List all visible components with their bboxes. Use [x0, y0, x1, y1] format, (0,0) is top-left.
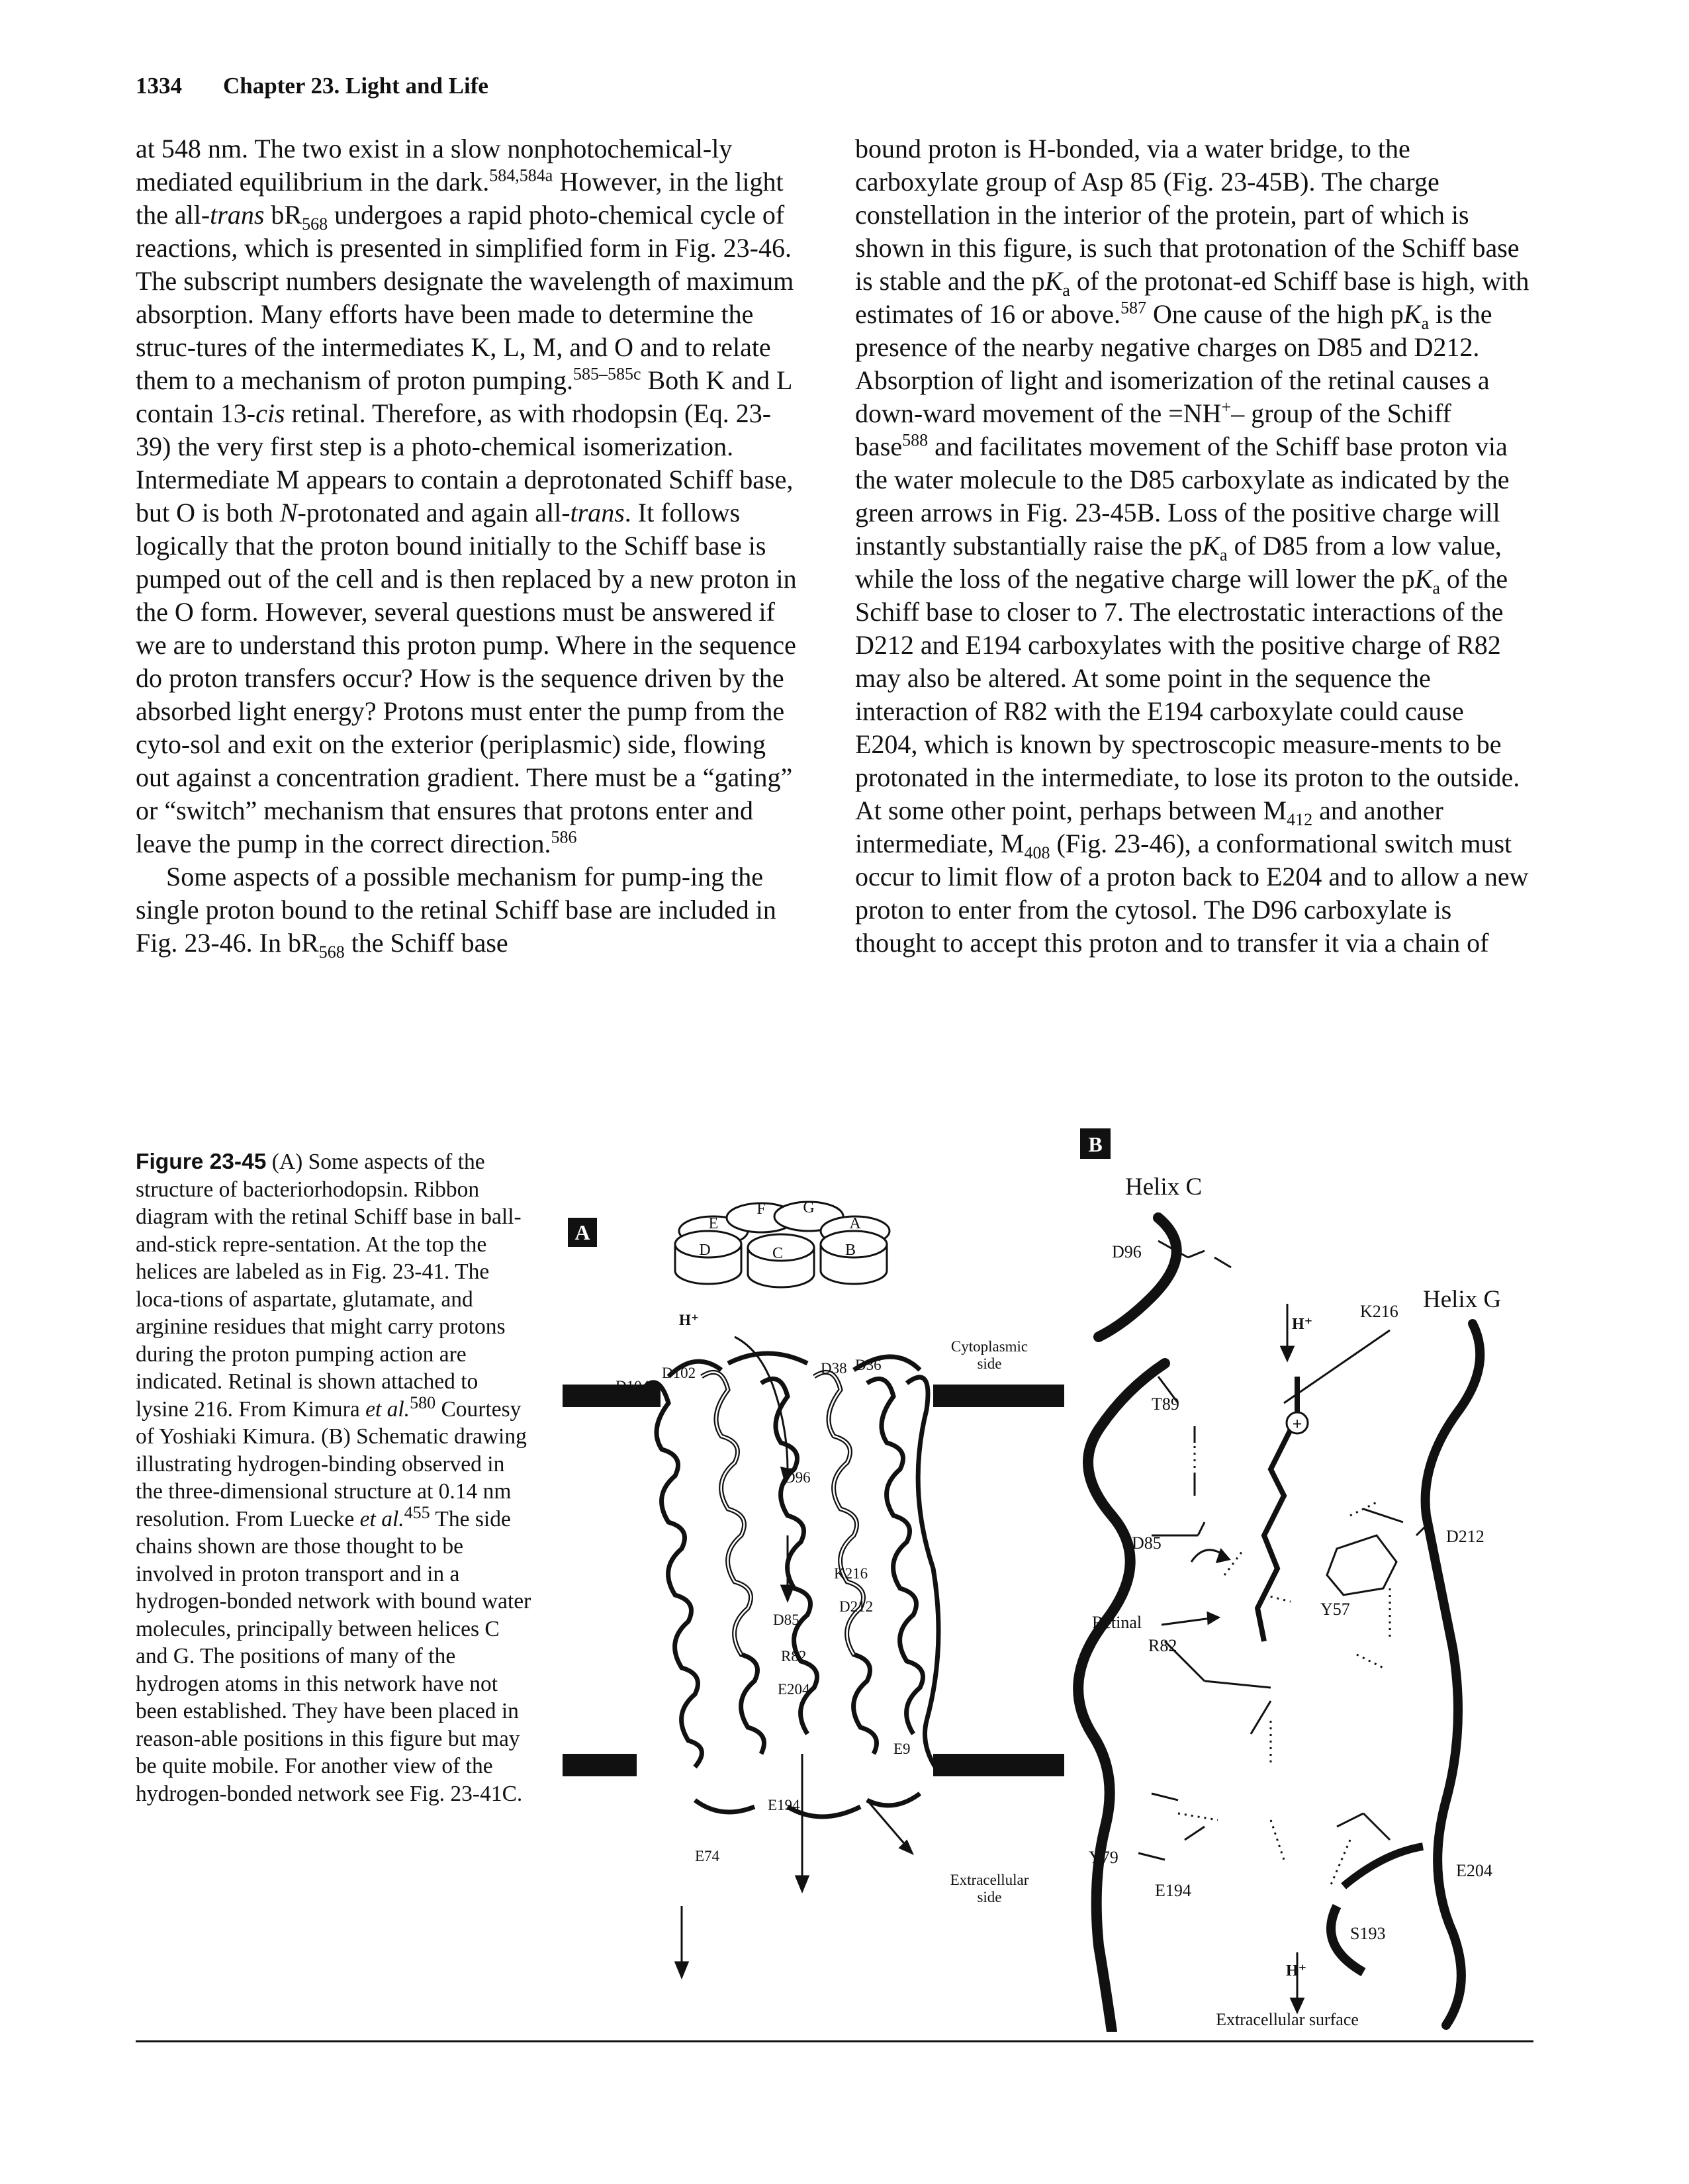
residue-e9: E9	[893, 1741, 911, 1757]
residue-d36: D36	[855, 1357, 882, 1373]
running-header: 1334 Chapter 23. Light and Life	[136, 73, 488, 99]
residue-e194: E194	[768, 1797, 800, 1813]
figure-panel-a: A E F G A D C B	[563, 1138, 1066, 2019]
cytoplasmic-label-1: Cytoplasmic	[951, 1338, 1028, 1355]
residue-r82: R82	[781, 1648, 806, 1664]
panel-label-a-box	[568, 1218, 597, 1247]
residue-d38: D38	[821, 1360, 847, 1377]
residue-d102: D102	[662, 1365, 696, 1381]
page-number: 1334	[136, 73, 182, 99]
residue-t89: T89	[1152, 1394, 1179, 1414]
residue-d96: D96	[784, 1469, 811, 1486]
helix-label-b: B	[845, 1242, 856, 1259]
helix-label-f: F	[756, 1201, 765, 1218]
helix-label-d: D	[699, 1242, 710, 1259]
panel-label-b: B	[1088, 1132, 1102, 1156]
right-paragraph-1: bound proton is H-bonded, via a water br…	[855, 134, 1529, 958]
residue-r82: R82	[1148, 1636, 1177, 1655]
hydrogen-bond-dots	[1177, 1446, 1391, 1887]
residue-d104: D104	[616, 1378, 650, 1394]
residue-d85: D85	[773, 1612, 799, 1628]
figure-caption: Figure 23-45 (A) Some aspects of the str…	[136, 1148, 533, 1807]
residue-d212: D212	[1446, 1527, 1484, 1546]
residue-e74: E74	[695, 1848, 720, 1864]
residue-e194: E194	[1155, 1881, 1191, 1900]
chapter-title: Chapter 23. Light and Life	[223, 73, 488, 99]
membrane-bar-bottom-right	[933, 1754, 1064, 1776]
extracellular-surface-label: Extracellular surface	[1216, 2010, 1359, 2029]
proton-arrows	[674, 1336, 914, 1979]
residue-k216: K216	[1360, 1302, 1398, 1321]
residue-d85: D85	[1132, 1533, 1162, 1553]
residue-s193: S193	[1350, 1924, 1385, 1943]
helix-c-backbone	[1073, 1212, 1182, 2032]
proton-in-label: H⁺	[1292, 1316, 1312, 1333]
hydrogen-bond-network-diagram: B Helix C Helix G	[1073, 1128, 1501, 2032]
bottom-rule	[136, 2040, 1533, 2042]
schiff-base-charge	[1285, 1411, 1309, 1435]
helix-label-g: G	[803, 1199, 814, 1216]
plus-sign: +	[1293, 1414, 1302, 1433]
helix-label-e: E	[709, 1215, 719, 1232]
helix-label-c: C	[772, 1245, 783, 1262]
residue-d96: D96	[1112, 1242, 1142, 1261]
proton-in-label: H⁺	[679, 1312, 699, 1328]
residue-y79: Y79	[1089, 1848, 1118, 1867]
residue-k216: K216	[834, 1565, 868, 1582]
extracellular-label-2: side	[977, 1889, 1001, 1905]
ribbon-diagram: A E F G A D C B	[563, 1199, 1064, 1979]
left-paragraph-2: Some aspects of a possible mechanism for…	[136, 862, 776, 962]
caption-text: (A) Some aspects of the structure of bac…	[136, 1150, 531, 1806]
proton-path-arrows	[1161, 1304, 1305, 2015]
proton-out-label: H⁺	[1286, 1962, 1306, 1979]
right-text-column: bound proton is H-bonded, via a water br…	[855, 132, 1530, 960]
residue-y57: Y57	[1320, 1600, 1350, 1619]
panel-label-b-box	[1080, 1128, 1111, 1159]
membrane-bar-bottom-left	[563, 1754, 637, 1776]
panel-label-a: A	[574, 1220, 590, 1244]
left-paragraph-1: at 548 nm. The two exist in a slow nonph…	[136, 134, 797, 858]
figure-panel-b: B Helix C Helix G	[1072, 1125, 1542, 2032]
extracellular-label-1: Extracellular	[950, 1872, 1029, 1888]
residue-d212: D212	[839, 1598, 873, 1615]
residue-e204: E204	[1456, 1861, 1492, 1880]
residue-retinal: Retinal	[1092, 1613, 1142, 1632]
helix-cylinders	[674, 1201, 891, 1289]
helix-label-a: A	[849, 1215, 861, 1232]
left-text-column: at 548 nm. The two exist in a slow nonph…	[136, 132, 801, 962]
helix-g-label: Helix G	[1423, 1286, 1501, 1313]
membrane-bar-top-right	[933, 1385, 1064, 1407]
helix-g-backbone	[1420, 1319, 1485, 2030]
cytoplasmic-label-2: side	[977, 1355, 1001, 1372]
residue-e204: E204	[778, 1681, 810, 1698]
helix-c-label: Helix C	[1125, 1173, 1202, 1201]
figure-label: Figure 23-45	[136, 1150, 267, 1174]
